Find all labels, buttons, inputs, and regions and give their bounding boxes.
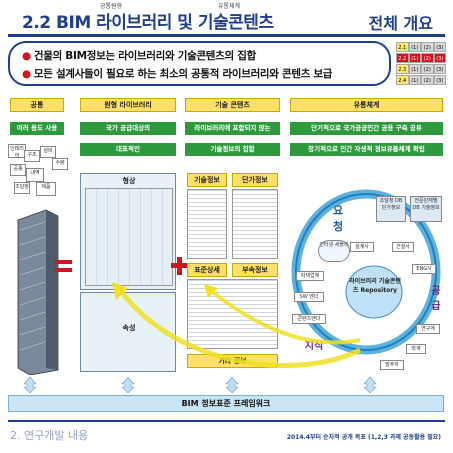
attribute-label: 속성 xyxy=(122,324,136,332)
building-illustration xyxy=(17,209,59,375)
sub-dist-1: 단기적으로 국가공공민간 공용 구축 공유 xyxy=(290,122,443,135)
doc-card: 조달청 xyxy=(14,182,30,194)
summary-box: ●건물의 BIM정보는 라이브러리와 기술콘텐츠의 집합 ●모든 설계사들이 필… xyxy=(8,41,391,86)
sub-tech-1: 라이브러리에 포함되지 않는 xyxy=(185,122,280,135)
footer-divider xyxy=(8,420,445,422)
node-material: 자재업체 xyxy=(296,271,324,281)
footer-section: 2. 연구개발 내용 xyxy=(10,429,89,442)
doc-card: 제품 xyxy=(36,182,56,196)
bullet-2: ●모든 설계사들이 필요로 하는 최소의 공통적 라이브러리와 콘텐츠 보급 xyxy=(22,68,333,80)
library-thumbnail-grid xyxy=(85,188,173,286)
header-dist: 유통체계 xyxy=(290,98,443,112)
internet-cloud: 인터넷 세플리 xyxy=(318,240,350,262)
sub-dist-2: 장기적으로 민간 자생적 정보유통체계 확립 xyxy=(290,143,443,156)
doc-card: 설비 xyxy=(40,146,56,158)
sub-library-2: 대표적인 xyxy=(80,143,176,156)
db-expert: 전문단체별 DB 기술정보 xyxy=(410,196,442,222)
index-row-current: 2.2(1)(2)(3) xyxy=(396,53,446,63)
page-title: 2.2 BIM 라이브러리 및 기술콘텐츠 xyxy=(22,13,274,33)
sub-info-header: 부속정보 xyxy=(232,263,278,277)
tech-info-header: 기술정보 xyxy=(187,173,227,187)
header-common: 공통 xyxy=(10,98,64,112)
node-research: 연구계 xyxy=(416,324,440,334)
index-row: 2.4(1)(2)(3) xyxy=(396,75,446,85)
db-procurement: 조달청 DB 단가정보 xyxy=(376,196,406,222)
footer-note: 2014.4부터 순차적 공개 목표 (1,2,3 과제 공동활용 필요) xyxy=(286,434,441,441)
header-tech: 기술 콘텐츠 xyxy=(185,98,280,112)
sub-library-1: 국가 공급대상의 xyxy=(80,122,176,135)
std-detail-preview xyxy=(187,279,278,349)
header-library: 원형 라이브러리 xyxy=(80,98,176,112)
index-row: 2.1(1)(2)(3) xyxy=(396,42,446,52)
framework-bar: BIM 정보표준 프레임워크 xyxy=(8,395,444,412)
supply-label: 공급 xyxy=(431,286,441,312)
index-row: 2.3(1)(2)(3) xyxy=(396,64,446,74)
flow-arrows xyxy=(112,282,362,368)
unit-info-preview xyxy=(232,189,278,259)
document-stack: 인테리어 구조 설비 수량 공종 내역 조달청 제품 xyxy=(6,142,70,202)
std-detail-header: 표준상세 xyxy=(187,263,227,277)
title-tag-right: 유통체계 xyxy=(218,3,241,10)
repository-label: 라이브러리 기술콘텐츠 Repository xyxy=(349,278,401,294)
shape-label: 형상 xyxy=(122,177,136,185)
node-content-vendor: 콘텐츠벤더 xyxy=(292,314,326,324)
framework-arrows xyxy=(23,376,377,394)
doc-card: 내역 xyxy=(26,168,44,182)
equals-icon xyxy=(55,260,72,272)
doc-card: 수량 xyxy=(52,158,68,170)
request-label: 요청 xyxy=(332,204,344,233)
title-divider xyxy=(8,34,445,37)
node-eng: ENG사 xyxy=(412,264,436,274)
distribution-cycle: 조달청 DB 단가정보 전문단체별 DB 기술정보 인터넷 세플리 라이브러리 … xyxy=(288,172,444,382)
library-attribute-panel: 속성 xyxy=(80,292,176,372)
node-sw-vendor: SW 벤더 xyxy=(294,292,324,302)
bullet-1: ●건물의 BIM정보는 라이브러리와 기술콘텐츠의 집합 xyxy=(22,50,256,62)
title-tag-left: 공통원형 xyxy=(100,3,123,10)
node-academia: 학계 xyxy=(406,344,426,354)
section-index-table: 2.1(1)(2)(3) 2.2(1)(2)(3) 2.3(1)(2)(3) 2… xyxy=(396,42,446,86)
tech-info-preview xyxy=(187,189,227,259)
overview-label: 전체 개요 xyxy=(368,14,433,33)
accumulate-label: 지식 xyxy=(304,341,324,352)
sub-common: 여러 용도 사용 xyxy=(10,122,64,135)
unit-info-header: 단가정보 xyxy=(232,173,278,187)
doc-card: 공종 xyxy=(10,164,26,176)
library-shape-panel: 형상 xyxy=(80,173,176,290)
doc-card: 구조 xyxy=(24,150,40,162)
sub-tech-2: 기술정보의 집합 xyxy=(185,143,280,156)
plus-icon xyxy=(171,257,189,275)
node-designer: 설계사 xyxy=(350,242,374,252)
node-builder: 건설사 xyxy=(392,242,414,252)
node-client: 발주자 xyxy=(380,360,404,370)
